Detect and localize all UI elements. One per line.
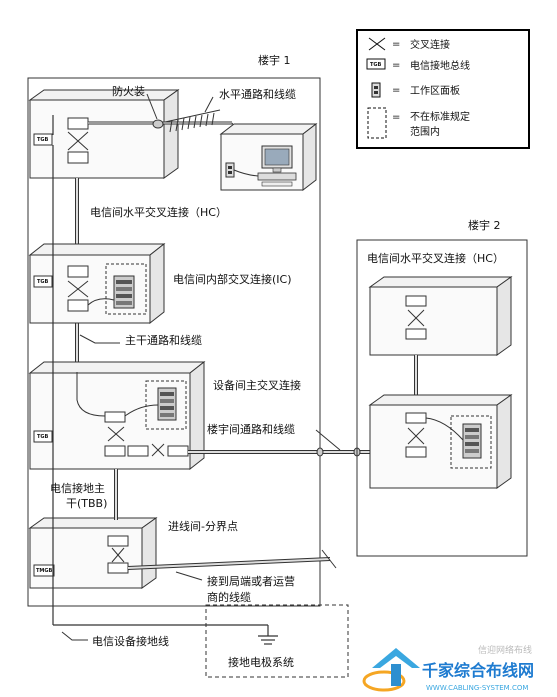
- patch-panel: [67, 299, 89, 312]
- grounding-system-label: 接地电极系统: [228, 655, 294, 669]
- horizontal-pathway: [88, 109, 239, 135]
- horizontal-pathway-leader: [204, 96, 214, 113]
- patch-panel: [104, 411, 126, 423]
- building2-equipment-room: [368, 394, 513, 489]
- patch-panel: [405, 446, 427, 458]
- equipment-room-mc: TGB: [28, 360, 206, 471]
- tgb-icon: TGB: [33, 275, 53, 288]
- telecom-room-hc: TGB: [28, 89, 180, 179]
- work-area-panel-icon: [371, 82, 381, 98]
- to-central-office-label-line2: 商的线缆: [207, 590, 251, 604]
- watermark-url: WWW.CABLING-SYSTEM.COM: [426, 684, 528, 692]
- legend-out-of-scope-line1: 不在标准规定: [410, 110, 470, 123]
- patch-panel: [67, 151, 89, 164]
- work-area-panel-icon: [225, 162, 235, 178]
- building2-outline: [356, 239, 528, 557]
- tgb-legend-icon: TGB: [366, 58, 386, 70]
- backbone-label: 主干通路和线缆: [125, 333, 202, 347]
- tgb-tag: TGB: [37, 137, 49, 143]
- mc-label: 设备间主交叉连接: [213, 378, 301, 392]
- firestop-label: 防火装: [112, 84, 145, 98]
- firestop-sleeve: [152, 119, 164, 129]
- patch-panel: [107, 562, 129, 574]
- legend-tgb-label: 电信接地总线: [410, 59, 470, 72]
- legend-equals: =: [392, 39, 400, 50]
- patch-panel: [104, 445, 126, 457]
- to-central-office-label-line1: 接到局端或者运营: [207, 574, 295, 588]
- cross-connect-icon: [368, 37, 386, 51]
- patch-panel: [67, 265, 89, 278]
- tgb-tag: TGB: [37, 434, 49, 440]
- cross-connect-icon: [407, 427, 425, 445]
- inter-building-leader: [315, 429, 341, 451]
- watermark-top-text: 信迎网络布线: [478, 644, 532, 656]
- pathway-hangers: [169, 112, 215, 133]
- building1-title: 楼宇 1: [258, 53, 291, 67]
- hc-label: 电信间水平交叉连接（HC）: [90, 205, 227, 219]
- out-of-scope-area: [450, 415, 492, 469]
- tgb-icon: TGB: [33, 430, 53, 443]
- tgb-legend-tag: TGB: [370, 62, 382, 68]
- patch-panel: [405, 328, 427, 340]
- to-central-office-leader: [175, 571, 203, 581]
- legend-out-of-scope-line2: 范围内: [410, 125, 440, 138]
- out-of-scope-legend-icon: [367, 107, 387, 139]
- cross-connect-icon: [151, 443, 165, 457]
- firestop-leader: [146, 93, 158, 120]
- equipment-ground-label: 电信设备接地线: [92, 634, 169, 648]
- tgb-icon: TGB: [33, 133, 53, 146]
- patch-panel: [405, 412, 427, 424]
- cross-connect-icon: [67, 131, 89, 151]
- telecom-room-ic: TGB: [28, 242, 166, 325]
- tbb-label-line2: 干(TBB): [66, 497, 107, 510]
- inter-building-label: 楼宇间通路和线缆: [207, 422, 295, 436]
- patch-panel: [107, 535, 129, 547]
- cross-connect-icon: [67, 280, 89, 298]
- tbb-label-line1: 电信接地主: [50, 482, 105, 495]
- cross-connect-icon: [407, 309, 425, 327]
- tgb-tag: TGB: [37, 279, 49, 285]
- building2-hc-label: 电信间水平交叉连接（HC）: [367, 251, 504, 265]
- computer-icon: [257, 145, 297, 187]
- patch-panel: [405, 295, 427, 307]
- building2-telecom-room: [368, 276, 513, 356]
- legend-equals: =: [392, 60, 400, 71]
- legend-equals: =: [392, 85, 400, 96]
- equipment-ground-leader: [61, 631, 88, 641]
- watermark-brand: 千家综合布线网: [422, 661, 534, 680]
- legend: = 交叉连接 TGB = 电信接地总线 = 工作区面板 = 不在标准规定 范围内: [356, 29, 530, 149]
- work-area: [219, 122, 318, 192]
- legend-cross-connect-label: 交叉连接: [410, 38, 450, 51]
- legend-equals: =: [392, 112, 400, 123]
- cross-connect-icon: [111, 547, 125, 563]
- patch-panel: [127, 445, 149, 457]
- grounding-backbone: [52, 115, 268, 626]
- legend-frame: [356, 29, 530, 149]
- service-provider-cable: [127, 549, 337, 570]
- tmgb-icon: TMGB: [33, 564, 55, 577]
- backbone-leader: [79, 334, 120, 344]
- out-of-scope-area: [105, 263, 147, 315]
- cross-connect-icon: [107, 426, 125, 442]
- patch-panel: [67, 117, 89, 130]
- watermark-logo: 信迎网络布线 千家综合布线网 WWW.CABLING-SYSTEM.COM: [362, 644, 534, 692]
- legend-work-area-label: 工作区面板: [410, 84, 460, 97]
- ic-label: 电信间内部交叉连接(IC): [173, 272, 292, 286]
- entrance-facility: TMGB: [28, 517, 158, 589]
- grounding-electrode-system: [205, 604, 349, 678]
- tmgb-tag: TMGB: [36, 568, 52, 574]
- equipment-rack-icon: [157, 387, 177, 421]
- building1-outline: [27, 77, 321, 607]
- patch-panel: [167, 445, 189, 457]
- out-of-scope-area: [145, 380, 187, 430]
- house-logo-icon: [362, 648, 420, 692]
- ground-symbol-icon: [258, 625, 278, 645]
- equipment-rack-icon: [462, 423, 482, 459]
- horizontal-pathway-label: 水平通路和线缆: [219, 87, 296, 101]
- building2-title: 楼宇 2: [468, 218, 501, 232]
- equipment-rack-icon: [113, 275, 135, 309]
- entrance-label: 进线间-分界点: [168, 519, 238, 533]
